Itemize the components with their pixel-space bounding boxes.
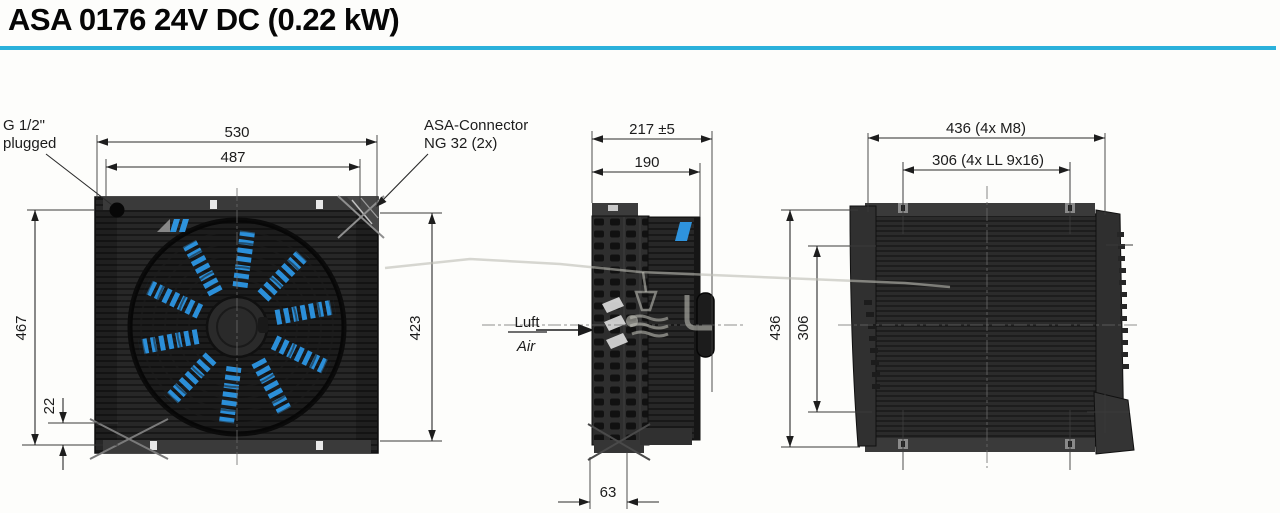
dim-back-height-outer: 436 xyxy=(767,315,784,340)
watermark xyxy=(384,257,951,338)
corner-hatch-top-right xyxy=(337,195,385,239)
side-logo xyxy=(602,297,628,349)
annotation-airflow: Luft Air xyxy=(508,314,594,355)
page-title: ASA 0176 24V DC (0.22 kW) xyxy=(8,2,400,37)
airflow-label-en: Air xyxy=(516,338,536,355)
dim-front-foot-height: 22 xyxy=(41,398,58,415)
port-leader-line xyxy=(45,153,113,206)
connector-leader-line xyxy=(377,153,429,206)
side-foot-cross xyxy=(587,423,651,461)
corner-cross-bottom-left xyxy=(89,418,169,460)
g-half-port xyxy=(109,202,125,218)
blue-corner-mark xyxy=(675,222,692,241)
dimensions-front: 530 487 467 22 423 xyxy=(13,124,442,470)
dim-back-height-inner: 306 xyxy=(795,315,812,340)
connector-label-line2: NG 32 (2x) xyxy=(424,135,497,152)
annotation-connector: ASA-Connector NG 32 (2x) xyxy=(373,117,528,210)
title-underline xyxy=(0,46,1276,50)
dim-front-width-inner: 487 xyxy=(220,149,245,166)
dim-back-slot-spacing: 306 (4x LL 9x16) xyxy=(932,152,1044,169)
side-view xyxy=(482,203,746,461)
dim-front-width-outer: 530 xyxy=(224,124,249,141)
connector-label-line1: ASA-Connector xyxy=(424,117,528,134)
back-view xyxy=(838,162,1140,470)
back-bottom-bracket xyxy=(865,438,1095,452)
port-label-line1: G 1/2" xyxy=(3,117,45,134)
back-left-tank xyxy=(849,205,877,447)
airflow-label-de: Luft xyxy=(514,314,540,331)
dim-front-height-right: 423 xyxy=(407,315,424,340)
dim-side-depth-body: 190 xyxy=(634,154,659,171)
dim-front-height-outer: 467 xyxy=(13,315,30,340)
annotation-port: G 1/2" plugged xyxy=(3,117,113,206)
dim-back-bolt-spacing: 436 (4x M8) xyxy=(946,120,1026,137)
brand-logo xyxy=(157,219,189,232)
front-top-bracket xyxy=(103,197,371,210)
dim-side-foot-offset: 63 xyxy=(600,484,617,501)
back-right-foot xyxy=(1093,391,1135,455)
front-view xyxy=(89,188,385,465)
port-label-line2: plugged xyxy=(3,135,56,152)
dim-side-depth-overall: 217 ±5 xyxy=(629,121,675,138)
fan-blades xyxy=(138,226,336,428)
back-top-bracket xyxy=(865,203,1095,216)
airflow-arrow-head xyxy=(578,324,594,336)
dimensions-side: 217 ±5 190 63 xyxy=(558,121,713,509)
dimensions-back: 436 (4x M8) 306 (4x LL 9x16) 436 306 xyxy=(767,120,1106,448)
